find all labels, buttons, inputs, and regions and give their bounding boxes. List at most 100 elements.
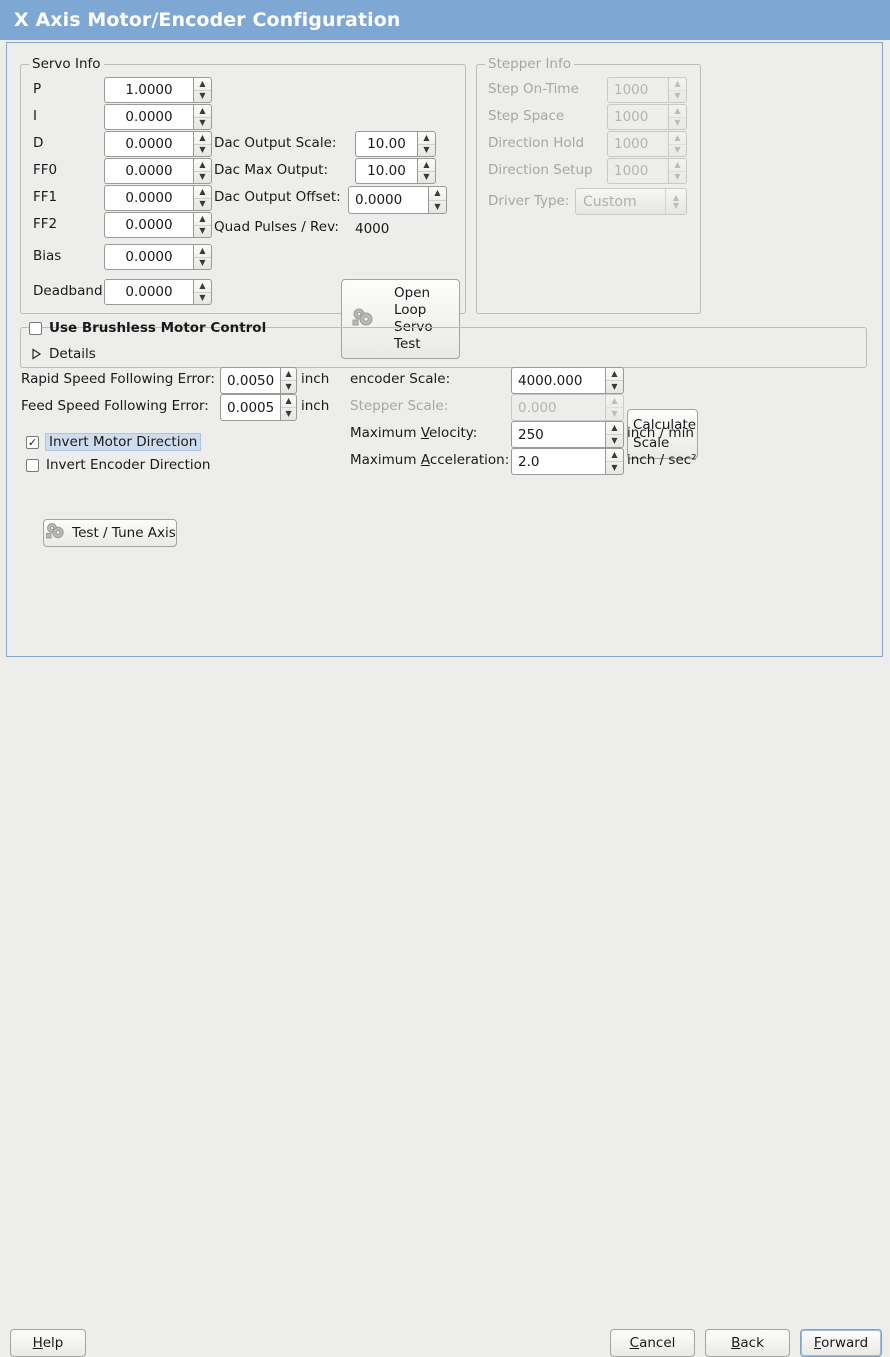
checkbox-box[interactable] bbox=[29, 321, 42, 335]
use-brushless-motor-control-checkbox[interactable]: Use Brushless Motor Control bbox=[29, 320, 266, 336]
dac-max-output-spinner[interactable]: 10.00 ▲ ▼ bbox=[355, 158, 436, 184]
help-button[interactable]: Help bbox=[10, 1329, 86, 1357]
checkbox-box[interactable] bbox=[26, 458, 39, 472]
stepper-info-group: Stepper Info bbox=[476, 56, 701, 314]
invert-encoder-direction-checkbox[interactable]: Invert Encoder Direction bbox=[26, 457, 210, 473]
spin-up-icon[interactable]: ▲ bbox=[194, 159, 211, 172]
spin-up-icon[interactable]: ▲ bbox=[606, 422, 623, 435]
spin-down-icon[interactable]: ▼ bbox=[285, 409, 292, 418]
spin-down-icon[interactable]: ▼ bbox=[199, 293, 206, 303]
spin-up-icon[interactable]: ▲ bbox=[418, 159, 435, 172]
servo-ff1-stepper[interactable]: ▲ ▼ bbox=[193, 185, 212, 211]
maximum-velocity-stepper[interactable]: ▲ ▼ bbox=[605, 421, 624, 448]
encoder-scale-spinner[interactable]: 4000.000 ▲ ▼ bbox=[511, 367, 624, 394]
servo-ff2-input[interactable]: 0.0000 bbox=[104, 212, 193, 238]
checkbox-box[interactable]: ✓ bbox=[26, 435, 39, 449]
spin-up-icon[interactable]: ▲ bbox=[418, 132, 435, 145]
servo-bias-input[interactable]: 0.0000 bbox=[104, 244, 193, 270]
chevron-right-icon[interactable] bbox=[31, 348, 41, 360]
forward-button[interactable]: Forward bbox=[800, 1329, 882, 1357]
rapid-following-error-spinner[interactable]: 0.0050 ▲ ▼ bbox=[220, 367, 297, 394]
servo-p-input[interactable]: 1.0000 bbox=[104, 77, 193, 103]
spin-up-icon[interactable]: ▲ bbox=[606, 368, 623, 381]
servo-deadband-stepper[interactable]: ▲ ▼ bbox=[193, 279, 212, 305]
maximum-velocity-spinner[interactable]: 250 ▲ ▼ bbox=[511, 421, 624, 448]
servo-i-stepper[interactable]: ▲ ▼ bbox=[193, 104, 212, 130]
spin-up-icon[interactable]: ▲ bbox=[194, 132, 211, 145]
spin-down-icon[interactable]: ▼ bbox=[199, 91, 206, 101]
spin-down-icon[interactable]: ▼ bbox=[199, 199, 206, 209]
maximum-acceleration-input[interactable]: 2.0 bbox=[511, 448, 605, 475]
spin-down-icon[interactable]: ▼ bbox=[199, 172, 206, 182]
servo-d-input[interactable]: 0.0000 bbox=[104, 131, 193, 157]
servo-i-spinner[interactable]: 0.0000 ▲ ▼ bbox=[104, 104, 212, 130]
servo-ff1-spinner[interactable]: 0.0000 ▲ ▼ bbox=[104, 185, 212, 211]
servo-bias-spinner[interactable]: 0.0000 ▲ ▼ bbox=[104, 244, 212, 270]
maximum-acceleration-stepper[interactable]: ▲ ▼ bbox=[605, 448, 624, 475]
servo-ff0-spinner[interactable]: 0.0000 ▲ ▼ bbox=[104, 158, 212, 184]
dac-output-offset-spinner[interactable]: 0.0000 ▲ ▼ bbox=[348, 186, 447, 214]
spin-down-icon[interactable]: ▼ bbox=[611, 382, 618, 391]
spin-down-icon[interactable]: ▼ bbox=[199, 118, 206, 128]
servo-p-spinner[interactable]: 1.0000 ▲ ▼ bbox=[104, 77, 212, 103]
spin-up-icon[interactable]: ▲ bbox=[194, 280, 211, 293]
servo-p-stepper[interactable]: ▲ ▼ bbox=[193, 77, 212, 103]
servo-d-stepper[interactable]: ▲ ▼ bbox=[193, 131, 212, 157]
spin-down-icon[interactable]: ▼ bbox=[199, 145, 206, 155]
spin-up-icon[interactable]: ▲ bbox=[194, 105, 211, 118]
feed-following-error-stepper[interactable]: ▲ ▼ bbox=[280, 394, 297, 421]
invert-encoder-direction-label: Invert Encoder Direction bbox=[46, 457, 211, 473]
dac-output-offset-stepper[interactable]: ▲ ▼ bbox=[428, 186, 447, 214]
feed-following-error-spinner[interactable]: 0.0005 ▲ ▼ bbox=[220, 394, 297, 421]
servo-bias-stepper[interactable]: ▲ ▼ bbox=[193, 244, 212, 270]
dac-output-scale-input[interactable]: 10.00 bbox=[355, 131, 417, 157]
dac-output-scale-spinner[interactable]: 10.00 ▲ ▼ bbox=[355, 131, 436, 157]
rapid-following-error-stepper[interactable]: ▲ ▼ bbox=[280, 367, 297, 394]
spin-up-icon[interactable]: ▲ bbox=[194, 245, 211, 258]
servo-deadband-spinner[interactable]: 0.0000 ▲ ▼ bbox=[104, 279, 212, 305]
feed-following-error-input[interactable]: 0.0005 bbox=[220, 394, 281, 421]
dac-max-output-stepper[interactable]: ▲ ▼ bbox=[417, 158, 436, 184]
servo-label-bias: Bias bbox=[33, 248, 62, 264]
invert-motor-direction-checkbox[interactable]: ✓ Invert Motor Direction bbox=[26, 433, 202, 451]
servo-ff2-spinner[interactable]: 0.0000 ▲ ▼ bbox=[104, 212, 212, 238]
spin-up-icon[interactable]: ▲ bbox=[194, 186, 211, 199]
spin-down-icon[interactable]: ▼ bbox=[611, 436, 618, 445]
cancel-button[interactable]: Cancel bbox=[610, 1329, 695, 1357]
dac-output-offset-input[interactable]: 0.0000 bbox=[348, 186, 428, 214]
maximum-velocity-input[interactable]: 250 bbox=[511, 421, 605, 448]
spin-up-icon[interactable]: ▲ bbox=[281, 395, 296, 408]
servo-deadband-input[interactable]: 0.0000 bbox=[104, 279, 193, 305]
spin-up-icon[interactable]: ▲ bbox=[429, 187, 446, 201]
spin-up-icon[interactable]: ▲ bbox=[606, 449, 623, 462]
servo-ff0-input[interactable]: 0.0000 bbox=[104, 158, 193, 184]
spin-up-icon[interactable]: ▲ bbox=[194, 78, 211, 91]
back-button[interactable]: Back bbox=[705, 1329, 790, 1357]
rapid-following-error-input[interactable]: 0.0050 bbox=[220, 367, 281, 394]
servo-ff1-input[interactable]: 0.0000 bbox=[104, 185, 193, 211]
servo-ff2-stepper[interactable]: ▲ ▼ bbox=[193, 212, 212, 238]
spin-up-icon[interactable]: ▲ bbox=[194, 213, 211, 226]
spin-down-icon[interactable]: ▼ bbox=[285, 382, 292, 391]
details-expander[interactable]: Details bbox=[31, 346, 96, 362]
servo-ff0-stepper[interactable]: ▲ ▼ bbox=[193, 158, 212, 184]
spin-down-icon[interactable]: ▼ bbox=[434, 201, 441, 211]
dac-max-output-input[interactable]: 10.00 bbox=[355, 158, 417, 184]
maximum-acceleration-spinner[interactable]: 2.0 ▲ ▼ bbox=[511, 448, 624, 475]
direction-hold-stepper: ▲ ▼ bbox=[668, 131, 687, 157]
maximum-velocity-label: Maximum Velocity: bbox=[350, 425, 478, 441]
spin-down-icon[interactable]: ▼ bbox=[423, 145, 430, 155]
test-tune-axis-button[interactable]: Test / Tune Axis bbox=[43, 519, 177, 547]
spin-up-icon[interactable]: ▲ bbox=[281, 368, 296, 381]
spin-down-icon[interactable]: ▼ bbox=[199, 226, 206, 236]
dac-output-scale-stepper[interactable]: ▲ ▼ bbox=[417, 131, 436, 157]
step-space-input: 1000 bbox=[607, 104, 668, 130]
spin-down-icon[interactable]: ▼ bbox=[199, 258, 206, 268]
encoder-scale-stepper[interactable]: ▲ ▼ bbox=[605, 367, 624, 394]
encoder-scale-input[interactable]: 4000.000 bbox=[511, 367, 605, 394]
servo-d-spinner[interactable]: 0.0000 ▲ ▼ bbox=[104, 131, 212, 157]
spin-down-icon[interactable]: ▼ bbox=[423, 172, 430, 182]
servo-i-input[interactable]: 0.0000 bbox=[104, 104, 193, 130]
spin-down-icon[interactable]: ▼ bbox=[611, 463, 618, 472]
